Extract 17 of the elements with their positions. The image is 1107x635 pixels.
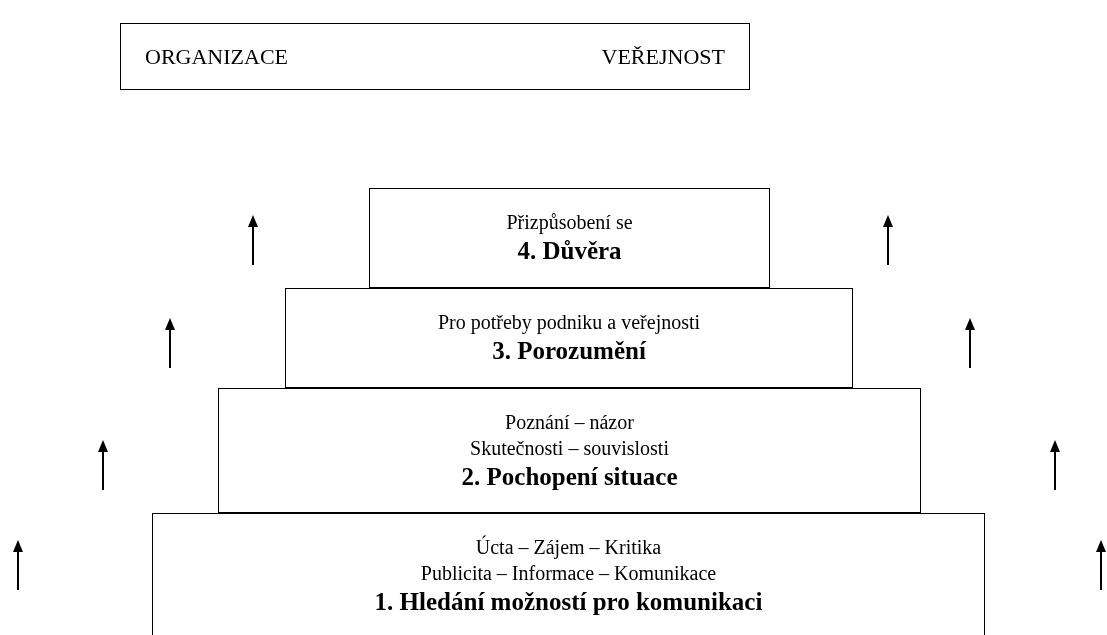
pyramid-level-box	[369, 188, 770, 288]
pyramid-level-box	[152, 513, 985, 635]
header-text: ORGANIZACE	[145, 43, 288, 71]
level-title: 1. Hledání možností pro komunikaci	[374, 587, 763, 617]
pyramid-level-box	[218, 388, 921, 513]
header-box	[120, 23, 750, 90]
header-text: VEŘEJNOST	[601, 43, 725, 71]
level-text: Přizpůsobení se	[506, 210, 633, 235]
level-title: 4. Důvěra	[517, 236, 622, 266]
level-text: Poznání – názor	[505, 410, 634, 435]
level-title: 2. Pochopení situace	[461, 462, 678, 492]
level-text: Skutečnosti – souvislosti	[470, 436, 669, 461]
level-text: Úcta – Zájem – Kritika	[475, 534, 662, 560]
level-text: Pro potřeby podniku a veřejnosti	[437, 310, 701, 335]
level-text: Publicita – Informace – Komunikace	[420, 561, 717, 586]
pyramid-level-box	[285, 288, 853, 388]
level-title: 3. Porozumění	[492, 336, 646, 366]
